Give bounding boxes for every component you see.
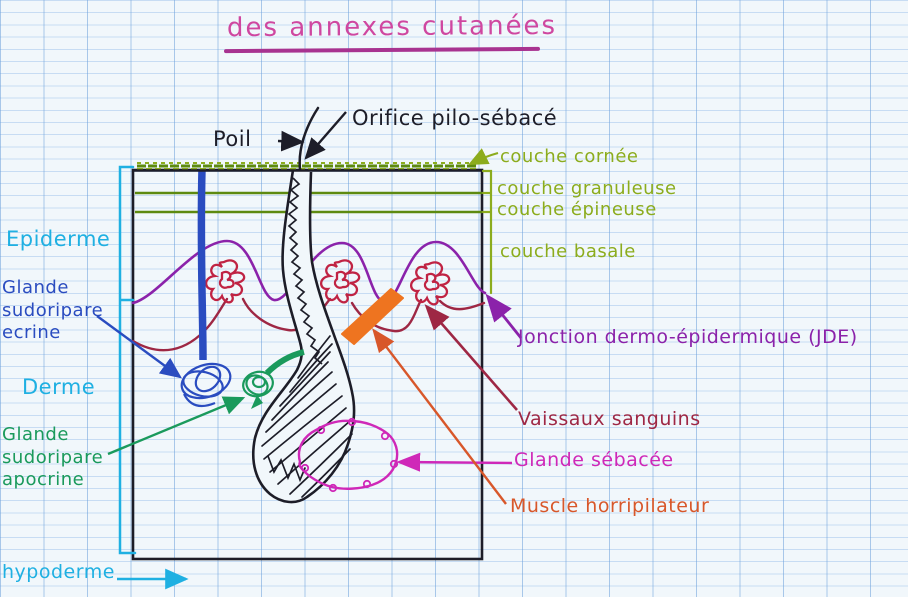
apocrine-gland-arrow — [107, 396, 246, 456]
pointer-arrows — [96, 111, 523, 590]
arrector-pili-muscle-drawing — [341, 288, 404, 345]
vaisseaux-arrow — [424, 304, 518, 411]
label-muscle-horripilateur: Muscle horripilateur — [510, 495, 710, 517]
sebaceous-gland-curls — [300, 417, 399, 493]
label-couche-basale: couche basale — [500, 241, 636, 262]
follicle-bulb-hatching — [261, 335, 353, 498]
page-title: des annexes cutanées — [226, 10, 558, 44]
label-couche-granuleuse: couche granuleuse — [497, 178, 677, 199]
capillary-knot — [204, 259, 246, 304]
label-glande-sudoripare-ecrine: Glande sudoripare ecrine — [2, 277, 104, 343]
glande-sebacee-arrow — [396, 452, 513, 472]
label-vaisseaux-sanguins: Vaissaux sanguins — [518, 408, 701, 430]
sebaceous-gland-drawing — [297, 417, 399, 493]
dermo-epidermal-junction-line — [131, 239, 487, 305]
label-poil: Poil — [213, 127, 252, 151]
label-jonction-dermo-epidermique: Jonction dermo-épidermique (JDE) — [518, 326, 858, 348]
capillary-knot — [409, 261, 451, 306]
label-glande-sebacee: Glande sébacée — [514, 449, 674, 471]
stratum-corneum-hatch — [134, 162, 481, 172]
poil-arrow — [277, 130, 305, 152]
hair-shaft-zigzag — [287, 177, 323, 365]
apocrine-gland-drawing — [242, 349, 305, 409]
muscle-arrow — [372, 328, 507, 505]
label-couche-cornee: couche cornée — [500, 146, 639, 167]
couche-cornee-arrow — [468, 148, 499, 165]
label-epiderme: Epiderme — [6, 227, 111, 251]
jde-arrow — [485, 293, 523, 339]
label-orifice-pilo-sebace: Orifice pilo-sébacé — [352, 106, 558, 130]
label-hypoderme: hypoderme — [2, 561, 115, 583]
label-glande-sudoripare-apocrine: Glande sudoripare apocrine — [2, 424, 104, 490]
label-derme: Derme — [22, 375, 96, 399]
capillary-knot — [319, 259, 361, 304]
hair-follicle-drawing — [251, 169, 356, 504]
eccrine-gland-arrow — [96, 315, 182, 379]
hair-above-surface — [298, 106, 320, 171]
label-couche-epineuse: couche épineuse — [497, 199, 657, 220]
skin-regions-bracket — [118, 165, 137, 555]
epidermis-layers-bracket — [481, 169, 493, 295]
eccrine-gland-drawing — [180, 168, 232, 408]
orifice-arrow — [304, 111, 347, 160]
